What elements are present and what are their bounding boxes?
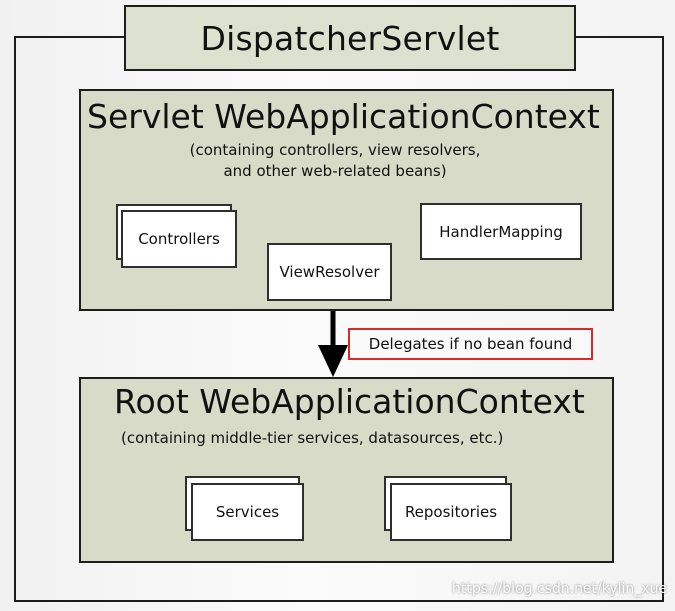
delegation-note-label: Delegates if no bean found <box>368 335 573 353</box>
repositories-bean-box: Repositories <box>390 483 512 541</box>
root-context-subtitle: (containing middle-tier services, dataso… <box>121 429 504 447</box>
watermark: https://blog.csdn.net/kylin_xue <box>452 581 668 597</box>
view-resolver-bean-box: ViewResolver <box>267 243 392 301</box>
servlet-context-subtitle-line-1: (containing controllers, view resolvers, <box>189 141 481 159</box>
servlet-context-subtitle-line-2: and other web-related beans) <box>223 162 447 180</box>
handler-mapping-bean-box: HandlerMapping <box>420 203 582 260</box>
services-label: Services <box>215 503 280 521</box>
handler-mapping-label: HandlerMapping <box>439 222 563 241</box>
servlet-context-title: Servlet WebApplicationContext <box>87 97 600 136</box>
view-resolver-label: ViewResolver <box>279 263 380 281</box>
root-context-title: Root WebApplicationContext <box>114 382 585 421</box>
services-bean-box: Services <box>191 483 304 541</box>
dispatcher-servlet-title-box: DispatcherServlet <box>124 5 576 71</box>
dispatcher-servlet-title: DispatcherServlet <box>200 18 500 58</box>
controllers-bean-box: Controllers <box>121 210 237 268</box>
delegation-note: Delegates if no bean found <box>348 328 593 360</box>
controllers-label: Controllers <box>138 230 220 248</box>
repositories-label: Repositories <box>404 503 498 521</box>
root-webapplicationcontext-box <box>79 377 614 563</box>
